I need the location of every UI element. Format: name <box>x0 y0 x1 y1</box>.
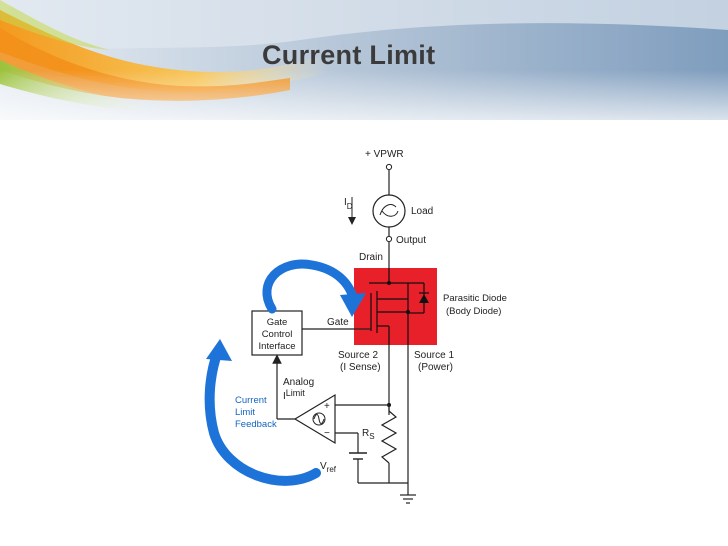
slide-title: Current Limit <box>262 40 436 70</box>
circuit-svg: + VPWR ID Load Output Drain <box>204 149 507 504</box>
source2-label-2: (I Sense) <box>340 362 381 373</box>
supply-node <box>385 163 393 171</box>
gci-line-2: Control <box>262 329 293 340</box>
load-label: Load <box>411 206 433 217</box>
id-label: ID <box>344 197 353 211</box>
gate-control-interface-box <box>251 310 303 356</box>
comparator-plus: + <box>324 401 330 412</box>
ilimit-label: ILimit <box>283 388 305 402</box>
vref-label: Vref <box>320 461 337 474</box>
sense-resistor <box>380 410 398 464</box>
mosfet-node-2 <box>406 310 410 314</box>
source2-label-1: Source 2 <box>338 350 378 361</box>
top-feedback-arrow <box>262 259 359 314</box>
gci-line-1: Gate <box>267 317 288 328</box>
drain-label: Drain <box>359 252 383 263</box>
gate-label: Gate <box>327 317 349 328</box>
top-feedback-arrowhead <box>340 293 366 317</box>
vpwr-label: + VPWR <box>365 149 404 160</box>
parasitic-diode-label-1: Parasitic Diode <box>443 293 507 304</box>
load-glyph <box>379 204 399 217</box>
comparator-wave <box>313 414 325 424</box>
feedback-label-2: Limit <box>235 407 255 418</box>
rs-label: RS <box>362 428 375 441</box>
circuit-diagram: + VPWR ID Load Output Drain <box>140 133 577 514</box>
output-node <box>385 235 393 243</box>
analog-label: Analog <box>283 377 314 388</box>
parasitic-diode-label-2: (Body Diode) <box>446 306 501 317</box>
feedback-label-3: Feedback <box>235 419 277 430</box>
source1-label-1: Source 1 <box>414 350 454 361</box>
bottom-feedback-arrow <box>204 346 321 486</box>
comparator-minus: − <box>324 428 330 439</box>
source1-label-2: (Power) <box>418 362 453 373</box>
comparator-ac-symbol <box>312 412 326 426</box>
feedback-label-1: Current <box>235 395 267 406</box>
gci-line-3: Interface <box>259 341 296 352</box>
comparator-symbol <box>293 393 336 445</box>
ground-symbol <box>400 494 416 504</box>
body-diode-symbol <box>419 294 429 303</box>
mosfet-block <box>354 268 437 345</box>
load-symbol <box>372 194 406 228</box>
mosfet-node-1 <box>387 281 391 285</box>
bottom-feedback-arrowhead <box>206 339 232 361</box>
output-label: Output <box>396 235 426 246</box>
